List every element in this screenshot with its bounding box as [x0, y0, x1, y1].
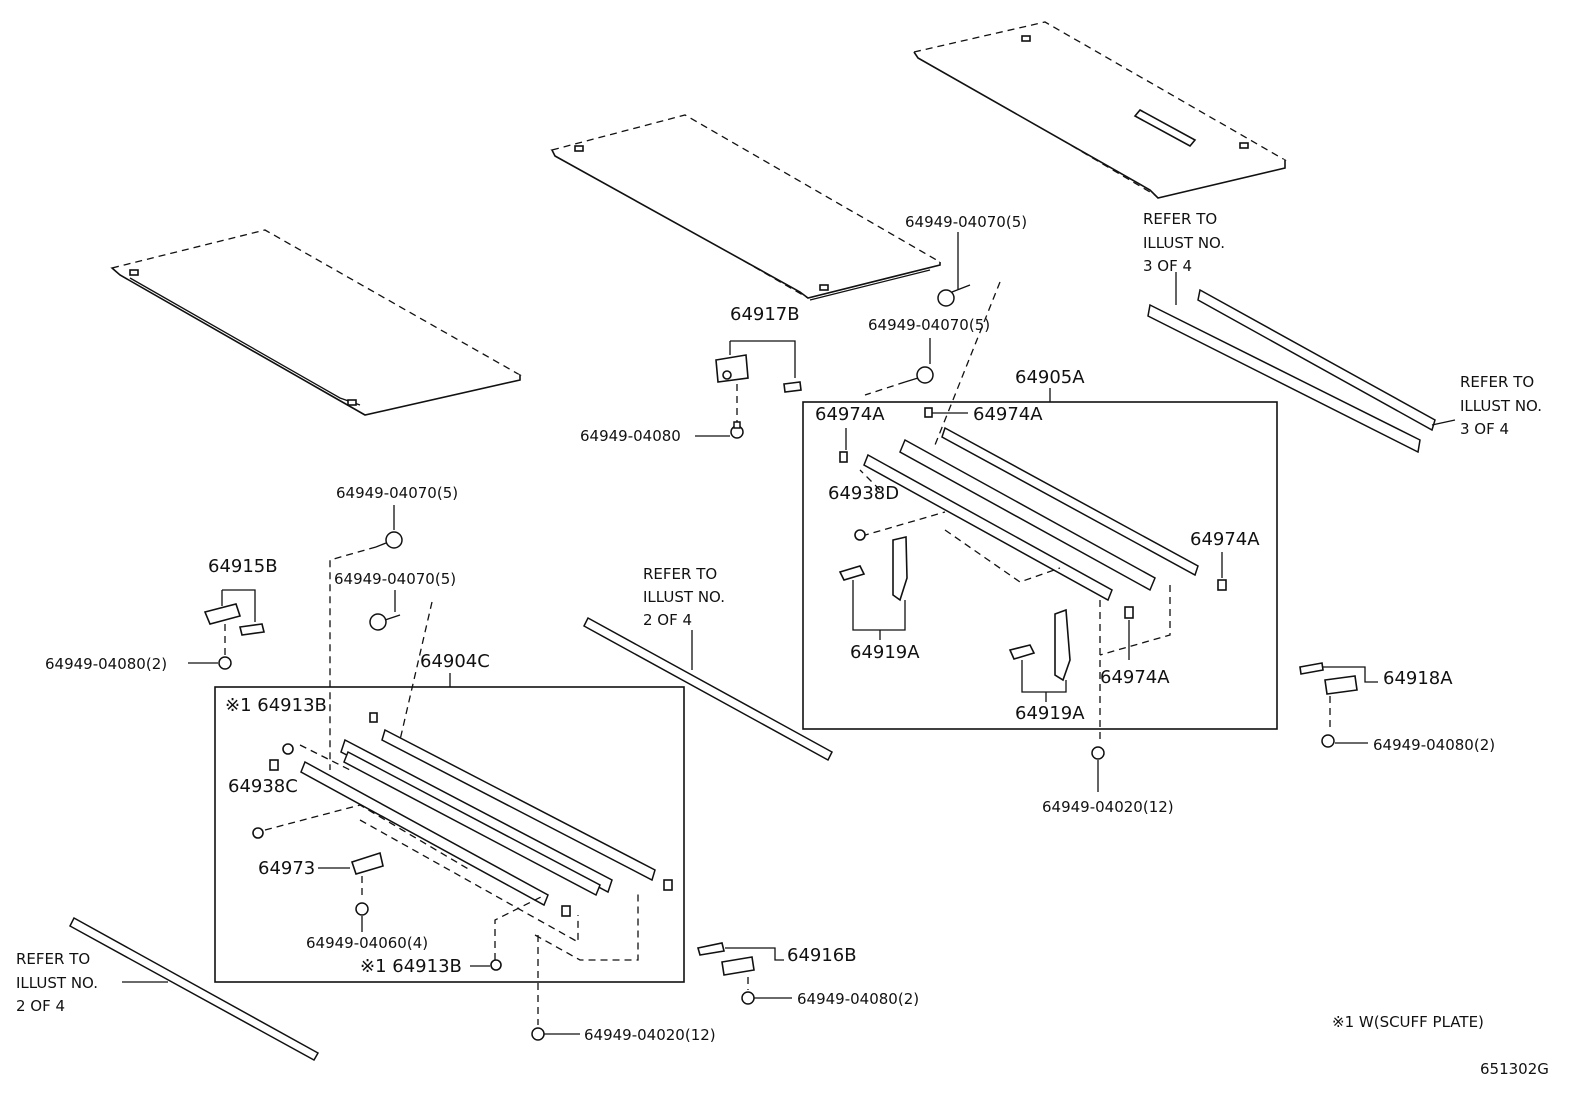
bolt-icon	[730, 421, 744, 439]
bracket-64918A	[1299, 662, 1378, 748]
label-bolt-04080-a: 64949-04080	[580, 427, 681, 445]
svg-text:ILLUST NO.: ILLUST NO.	[16, 974, 98, 992]
label-64913B-bottom: ※1 64913B	[360, 956, 462, 977]
svg-text:REFER TO: REFER TO	[1143, 210, 1217, 228]
rail-middle	[583, 616, 833, 762]
label-64904C: 64904C	[420, 651, 490, 672]
label-bolt-04070-a: 64949-04070(5)	[905, 213, 1027, 231]
svg-text:ILLUST NO.: ILLUST NO.	[643, 588, 725, 606]
refer-note-3of4-top: REFER TO ILLUST NO. 3 OF 4	[1143, 210, 1225, 275]
pin-64919A-left	[838, 535, 908, 640]
bracket-64973	[318, 851, 384, 932]
label-64919A-2: 64919A	[1015, 703, 1085, 724]
assembly-box-64905A	[802, 401, 1278, 730]
bolt-icon	[904, 366, 934, 384]
panel-middle	[550, 114, 942, 301]
label-bolt-04020-a: 64949-04020(12)	[1042, 798, 1174, 816]
label-bolt-04020-b: 64949-04020(12)	[584, 1026, 716, 1044]
label-64915B: 64915B	[208, 556, 278, 577]
bolt-icon	[937, 284, 971, 307]
bolt-icon	[369, 613, 401, 631]
label-64974A-3: 64974A	[1190, 529, 1260, 550]
panel-right	[912, 21, 1287, 199]
footnote: ※1 W(SCUFF PLATE)	[1332, 1013, 1484, 1031]
svg-text:REFER TO: REFER TO	[1460, 373, 1534, 391]
figure-code: 651302G	[1480, 1060, 1549, 1078]
svg-text:2 OF 4: 2 OF 4	[643, 611, 692, 629]
label-64919A-1: 64919A	[850, 642, 920, 663]
bracket-64917B	[715, 340, 802, 425]
svg-text:REFER TO: REFER TO	[643, 565, 717, 583]
label-64974A-4: 64974A	[1100, 667, 1170, 688]
bracket-64916B	[696, 942, 792, 1005]
label-64938D: 64938D	[828, 483, 899, 504]
rail-set-64905A	[839, 426, 1227, 619]
rail-bottom-left	[69, 916, 320, 1062]
label-bolt-04080-c: 64949-04080(2)	[1373, 736, 1495, 754]
label-bolt-04060: 64949-04060(4)	[306, 934, 428, 952]
assembly-box-64904C	[214, 686, 685, 983]
label-bolt-04080-d: 64949-04080(2)	[797, 990, 919, 1008]
label-64913B-top: ※1 64913B	[225, 695, 327, 716]
svg-text:ILLUST NO.: ILLUST NO.	[1460, 397, 1542, 415]
label-bolt-04080-b: 64949-04080(2)	[45, 655, 167, 673]
bolt-icon	[375, 531, 403, 549]
label-64973: 64973	[258, 858, 315, 879]
rail-set-64904C	[300, 712, 673, 917]
label-64916B: 64916B	[787, 945, 857, 966]
refer-note-2of4-left: REFER TO ILLUST NO. 2 OF 4	[16, 950, 98, 1015]
svg-text:2 OF 4: 2 OF 4	[16, 997, 65, 1015]
bolt-icon	[531, 935, 580, 1041]
svg-text:ILLUST NO.: ILLUST NO.	[1143, 234, 1225, 252]
label-64938C: 64938C	[228, 776, 298, 797]
label-64917B: 64917B	[730, 304, 800, 325]
bracket-64915B	[203, 589, 265, 655]
rail-right-upper	[1147, 288, 1436, 454]
label-64918A: 64918A	[1383, 668, 1453, 689]
clip-icon	[845, 407, 1223, 660]
refer-note-2of4-mid: REFER TO ILLUST NO. 2 OF 4	[643, 565, 725, 629]
refer-note-3of4-right: REFER TO ILLUST NO. 3 OF 4	[1460, 373, 1542, 438]
bolt-icon	[218, 656, 232, 670]
label-64974A-1: 64974A	[815, 404, 885, 425]
pin-64919A-right	[1008, 608, 1071, 702]
svg-text:REFER TO: REFER TO	[16, 950, 90, 968]
svg-text:3 OF 4: 3 OF 4	[1460, 420, 1509, 438]
svg-text:3 OF 4: 3 OF 4	[1143, 257, 1192, 275]
label-bolt-04070-b: 64949-04070(5)	[868, 316, 990, 334]
clip-icon	[252, 743, 294, 839]
bolt-icon	[1091, 746, 1105, 792]
label-bolt-04070-d: 64949-04070(5)	[334, 570, 456, 588]
label-bolt-04070-c: 64949-04070(5)	[336, 484, 458, 502]
label-64974A-2: 64974A	[973, 404, 1043, 425]
clip-icon	[470, 959, 502, 971]
panel-left	[110, 229, 522, 416]
label-64905A: 64905A	[1015, 367, 1085, 388]
